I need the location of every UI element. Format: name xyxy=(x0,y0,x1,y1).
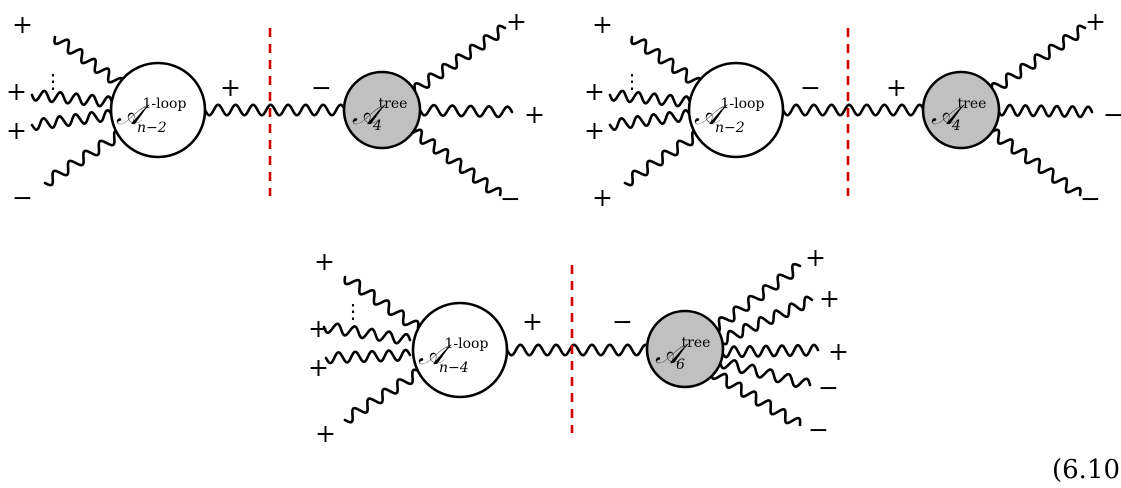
diagram-1-loop-sign-1: + xyxy=(12,10,33,39)
diagram-1-tree-sign-2: + xyxy=(524,100,545,129)
diagram-1-loop-sign-2: + xyxy=(6,77,27,106)
diagram-3-tree-blob xyxy=(645,309,725,389)
diagram-2-gluon-loop-3 xyxy=(608,109,692,131)
diagram-1-cut-sign-right: − xyxy=(311,73,332,102)
equation-number: (6.10 xyxy=(1052,455,1120,485)
diagram-1-external-loop-gluons xyxy=(30,35,124,187)
diagram-2-internal-gluon xyxy=(781,103,926,117)
diagram-1-tree-blob xyxy=(342,70,422,150)
diagram-3-vertical-dots: ⋮ xyxy=(343,299,363,323)
diagram-2-external-loop-gluons xyxy=(608,35,702,187)
diagram-3-gluon-tree-1 xyxy=(710,262,802,334)
diagram-3-loop-sign-3: + xyxy=(308,353,329,382)
diagram-2-tree-sign-3: − xyxy=(1080,184,1101,213)
diagram-2-cut-sign-right: + xyxy=(886,73,907,102)
diagram-3-external-tree-gluons xyxy=(710,262,820,427)
diagram-3-tree-sign-3: + xyxy=(828,337,849,366)
diagram-1-gluon-tree-2 xyxy=(418,103,514,119)
diagram-1-one-loop-blob xyxy=(109,61,207,159)
diagram-1-external-tree-gluons xyxy=(406,24,514,197)
diagram-1-gluon-loop-2 xyxy=(30,89,114,108)
diagram-2-one-loop-blob xyxy=(687,61,785,159)
diagram-3-gluon-loop-4 xyxy=(343,368,422,424)
diagram-2-gluon-tree-1 xyxy=(983,24,1087,99)
diagram-2-gluon-loop-1 xyxy=(630,35,702,87)
diagram-3-one-loop-blob xyxy=(411,301,509,399)
diagram-1-gluon-tree-3 xyxy=(406,125,502,197)
diagram-1-gluon-loop-4 xyxy=(43,129,124,187)
diagram-3-gluon-tree-5 xyxy=(710,370,802,427)
diagram-3-gluon-tree-2 xyxy=(718,295,814,346)
diagram-1-loop-sign-3: + xyxy=(6,116,27,145)
diagram-3-loop-sign-4: + xyxy=(315,419,336,448)
diagram-2-tree-blob xyxy=(921,70,1001,150)
diagram-2-tree-sign-2: − xyxy=(1103,100,1121,129)
diagram-3-gluon-loop-3 xyxy=(324,348,412,365)
diagram-2-gluon-loop-2 xyxy=(608,89,692,108)
diagram-3-tree-sign-1: + xyxy=(805,243,826,272)
diagram-3-tree-sign-4: − xyxy=(818,373,839,402)
diagram-1-vertical-dots: ⋮ xyxy=(43,69,63,93)
diagram-2-cut-sign-left: − xyxy=(800,73,821,102)
diagram-3-gluon-loop-2 xyxy=(322,322,412,345)
diagram-2-tree-sign-1: + xyxy=(1085,7,1106,36)
diagram-3-loop-sign-2: + xyxy=(308,314,329,343)
diagram-3-loop-sign-1: + xyxy=(314,247,335,276)
diagram-1-cut-sign-left: + xyxy=(220,73,241,102)
diagram-2-gluon-tree-2 xyxy=(996,103,1094,119)
diagram-3-tree-sign-5: − xyxy=(808,415,829,444)
diagram-2-loop-sign-3: + xyxy=(584,116,605,145)
diagram-2-loop-sign-4: + xyxy=(592,183,613,212)
diagram-2-gluon-loop-4 xyxy=(623,129,702,187)
diagram-1-loop-sign-4: − xyxy=(12,183,33,212)
diagram-2-vertical-dots: ⋮ xyxy=(622,69,642,93)
diagram-1-gluon-loop-3 xyxy=(30,109,114,131)
diagram-3-gluon-tree-3 xyxy=(720,343,820,359)
diagram-2-gluon-tree-3 xyxy=(983,125,1082,197)
diagram-3-gluon-tree-4 xyxy=(718,359,812,388)
diagram-3-internal-gluon xyxy=(505,343,652,357)
diagram-3-tree-sign-2: + xyxy=(819,284,840,313)
diagram-1-internal-gluon xyxy=(203,103,347,117)
diagram-2-loop-sign-1: + xyxy=(592,10,613,39)
diagram-1-tree-sign-3: − xyxy=(500,184,521,213)
diagram-1-gluon-tree-1 xyxy=(406,24,507,99)
diagram-2-external-tree-gluons xyxy=(983,24,1094,197)
diagram-1-gluon-loop-1 xyxy=(53,35,124,87)
diagram-3-cut-sign-right: − xyxy=(612,307,633,336)
diagram-3-external-loop-gluons xyxy=(322,275,422,424)
diagram-3-gluon-loop-1 xyxy=(343,275,420,330)
diagram-3-cut-sign-left: + xyxy=(522,307,543,336)
diagram-1-tree-sign-1: + xyxy=(506,7,527,36)
diagram-2-loop-sign-2: + xyxy=(584,77,605,106)
